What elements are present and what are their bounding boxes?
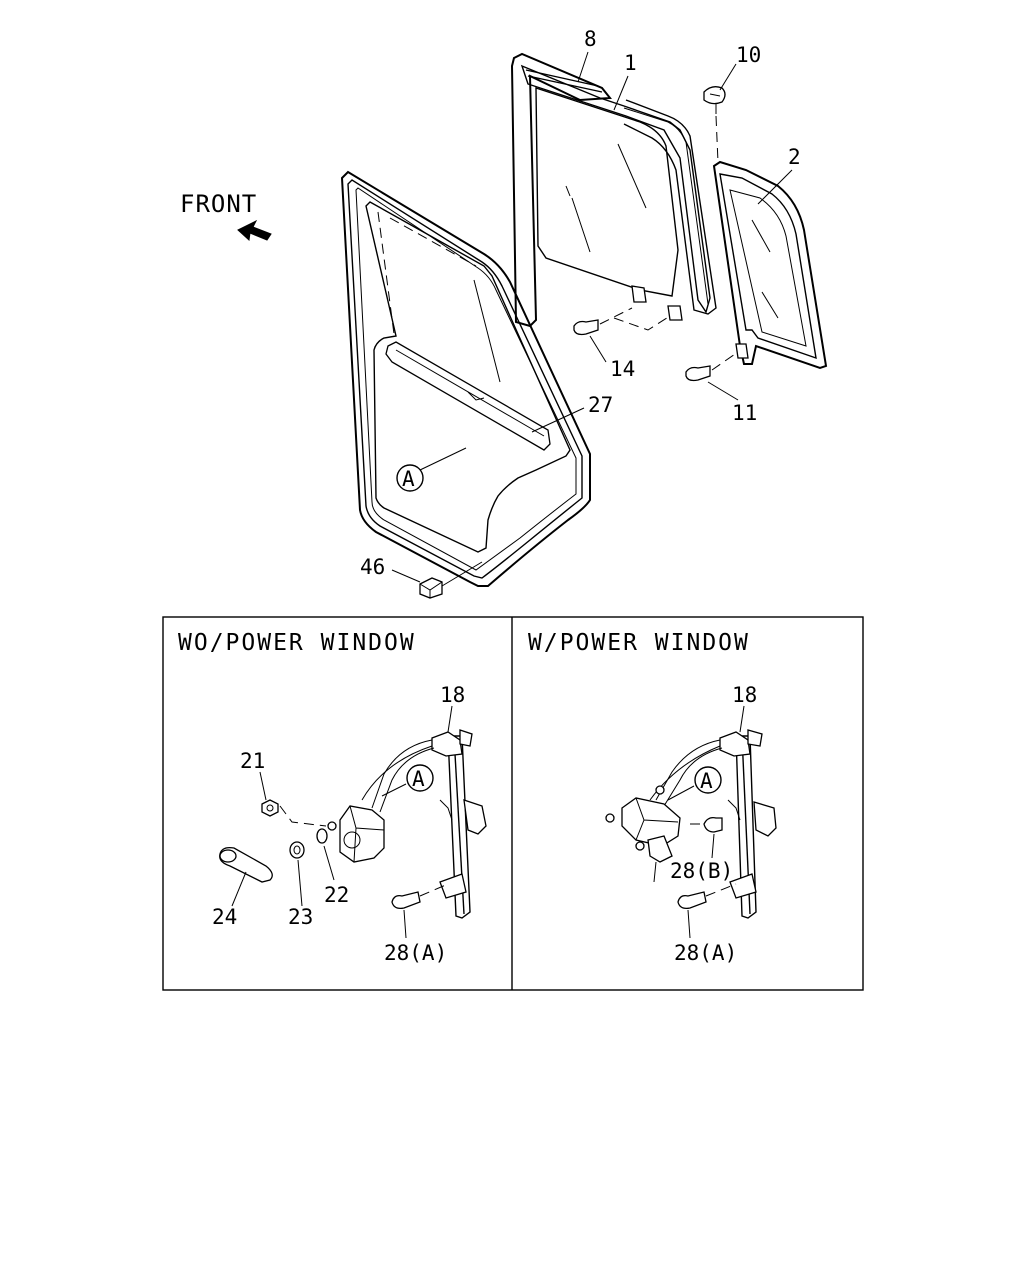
- bolt-14: [573, 307, 633, 336]
- panel-manual-callout-21: 21: [240, 749, 265, 773]
- quarter-glass: [712, 160, 828, 370]
- panel-power-callout-28b: 28(B): [670, 859, 733, 883]
- callout-8: 8: [584, 27, 597, 51]
- panels-frame: [162, 616, 864, 991]
- panel-manual-callout-22: 22: [324, 883, 349, 907]
- panel-manual-callout-18: 18: [440, 683, 465, 707]
- callout-11: 11: [732, 401, 757, 425]
- panel-power-callout-28a: 28(A): [674, 941, 737, 965]
- panel-power-callout-a: A: [700, 769, 713, 793]
- belt-molding: [385, 341, 551, 451]
- panel-manual: WO/POWER WINDOW A: [178, 630, 487, 965]
- panel-manual-callout-23: 23: [288, 905, 313, 929]
- panel-manual-callout-24: 24: [212, 905, 237, 929]
- front-indicator: FRONT: [180, 190, 272, 242]
- callout-1: 1: [624, 51, 637, 75]
- front-label: FRONT: [180, 190, 257, 218]
- callout-10: 10: [736, 43, 761, 67]
- front-arrow-icon: [237, 219, 272, 242]
- callout-27: 27: [588, 393, 613, 417]
- callout-a-circle: [396, 464, 424, 492]
- bolt-11: [685, 351, 739, 382]
- panel-manual-callout-28a: 28(A): [384, 941, 447, 965]
- screw-10: [703, 86, 726, 163]
- callout-a: A: [402, 467, 415, 491]
- panel-power: W/POWER WINDOW A: [528, 630, 777, 965]
- clip-46: [419, 561, 483, 599]
- door-glass: [510, 52, 717, 331]
- regulator-panels: WO/POWER WINDOW A: [162, 616, 864, 991]
- panel-power-callout-18: 18: [732, 683, 757, 707]
- top-callouts: 8 1 10 2 14 11 27 46 A: [360, 27, 801, 579]
- panel-manual-callout-a: A: [412, 767, 425, 791]
- door-frame: [340, 170, 591, 587]
- callout-2: 2: [788, 145, 801, 169]
- leader-lines: [391, 51, 793, 583]
- callout-46: 46: [360, 555, 385, 579]
- panel-manual-title: WO/POWER WINDOW: [178, 630, 416, 656]
- callout-14: 14: [610, 357, 635, 381]
- panel-power-title: W/POWER WINDOW: [528, 630, 750, 656]
